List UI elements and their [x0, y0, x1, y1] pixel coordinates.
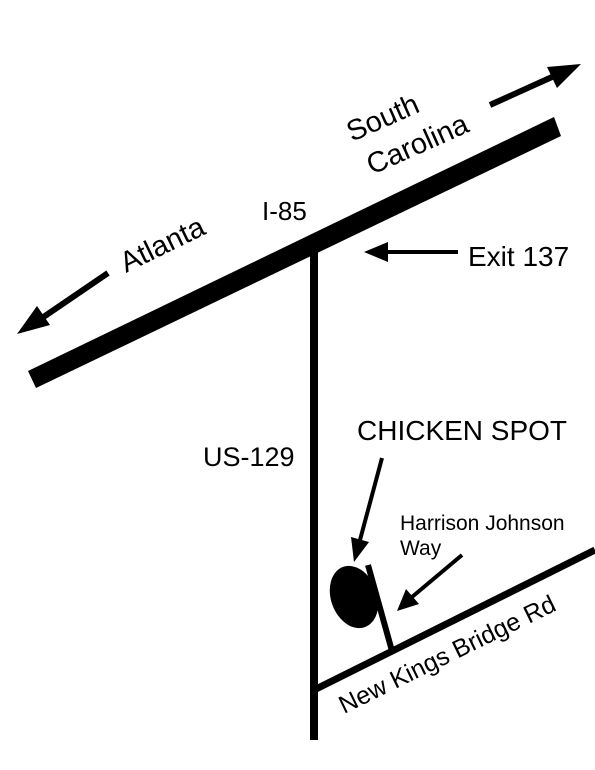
- harrison-johnson-way-road: [365, 564, 395, 652]
- chicken-spot-label: CHICKEN SPOT: [357, 415, 567, 446]
- harrison-johnson-way-arrow-icon: [397, 553, 464, 611]
- exit-137-arrow-icon: [364, 242, 458, 262]
- chicken-spot-arrow-icon: [351, 457, 384, 562]
- exit-137-label: Exit 137: [468, 241, 569, 272]
- harrison-johnson-way-label-line2: Way: [400, 537, 442, 560]
- atlanta-label: Atlanta: [115, 211, 211, 280]
- atlanta-direction-arrow-icon: [17, 270, 110, 334]
- chicken-spot-marker-icon: [329, 565, 379, 629]
- interstate-i85-road: [28, 117, 561, 388]
- new-kings-bridge-rd-road: [312, 546, 595, 694]
- harrison-johnson-way-label-line1: Harrison Johnson: [400, 512, 565, 535]
- us129-road: [310, 250, 318, 740]
- interstate-i85-label: I-85: [262, 196, 307, 226]
- south-carolina-direction-arrow-icon: [488, 64, 581, 108]
- us129-label: US-129: [203, 442, 295, 472]
